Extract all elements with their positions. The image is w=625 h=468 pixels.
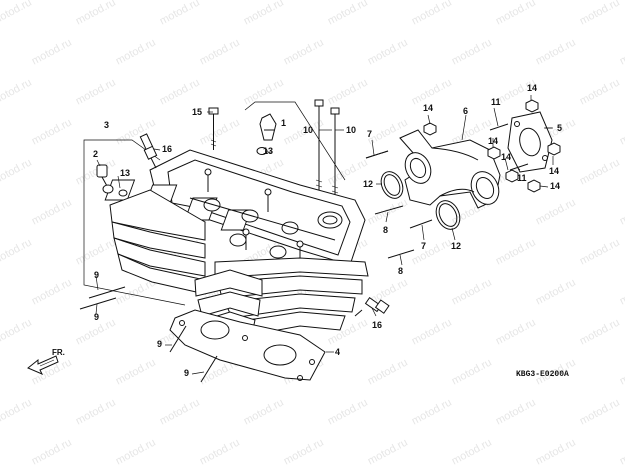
- callout-14-d: 14: [501, 152, 512, 162]
- callout-8-upper: 8: [383, 225, 389, 235]
- nut-14-d: [525, 99, 539, 113]
- callout-13-upper: 13: [263, 146, 274, 156]
- spark-plug-upper: [139, 133, 158, 169]
- stud-9-lower-b: [200, 355, 218, 383]
- o-ring-13: [118, 189, 128, 197]
- stud-8-upper: [374, 205, 404, 215]
- nut-14-a: [423, 122, 437, 136]
- callout-14-a: 14: [423, 103, 434, 113]
- long-bolt-10b: [330, 107, 340, 195]
- callout-10-b: 10: [346, 125, 357, 135]
- callout-14-e: 14: [549, 166, 560, 176]
- callout-14-b: 14: [527, 83, 538, 93]
- callout-9-lower-a: 9: [157, 339, 163, 349]
- stud-9-upper-b: [79, 297, 117, 310]
- direction-label: FR.: [52, 348, 65, 357]
- spark-plug-lower: [354, 297, 390, 317]
- callout-7-lower: 7: [421, 241, 427, 251]
- callout-7-upper: 7: [367, 129, 373, 139]
- front-direction-arrow-icon: [27, 355, 59, 375]
- o-ring-12-lower: [435, 200, 461, 230]
- o-ring-12-upper: [380, 171, 404, 199]
- stud-11-b: [509, 163, 529, 171]
- cap-2: [96, 164, 114, 194]
- callout-14-f: 14: [550, 181, 561, 191]
- long-bolt-10a: [314, 99, 324, 190]
- fitting-1: [256, 113, 277, 155]
- callout-4: 4: [335, 347, 341, 357]
- callout-3: 3: [104, 120, 110, 130]
- nut-14-b: [487, 146, 501, 160]
- callout-15: 15: [192, 107, 203, 117]
- stud-9-upper-a: [88, 286, 126, 299]
- callout-8-lower: 8: [398, 266, 404, 276]
- nut-14-e: [547, 142, 561, 156]
- callout-6: 6: [463, 106, 469, 116]
- stud-9-lower-a: [169, 325, 187, 353]
- nut-14-c: [505, 169, 519, 183]
- intake-manifold: [399, 129, 501, 209]
- callout-9-upper-a: 9: [94, 270, 100, 280]
- callout-5: 5: [557, 123, 563, 133]
- callout-14-c: 14: [488, 136, 499, 146]
- diagram-code: KBG3-E0200A: [516, 370, 569, 379]
- bolt-15: [208, 107, 219, 150]
- callout-16-lower: 16: [372, 320, 383, 330]
- callout-1: 1: [281, 118, 287, 128]
- callout-12-upper: 12: [363, 179, 374, 189]
- cylinder-head: [104, 149, 369, 337]
- leader-lines: [95, 95, 554, 375]
- callout-16-upper: 16: [162, 144, 173, 154]
- nut-14-f: [527, 179, 541, 193]
- callout-1-bracket: [244, 101, 346, 181]
- callout-10-a: 10: [303, 125, 314, 135]
- stud-8-lower: [387, 249, 415, 259]
- callout-12-lower: 12: [451, 241, 462, 251]
- stud-11-a: [489, 123, 509, 131]
- callout-11-a: 11: [491, 97, 501, 107]
- stud-7-upper: [365, 150, 389, 159]
- callout-9-lower-b: 9: [184, 368, 190, 378]
- callout-11-b: 11: [517, 173, 527, 183]
- callout-9-upper-b: 9: [94, 312, 100, 322]
- flange-plate: [507, 111, 553, 173]
- head-gasket: [169, 309, 326, 381]
- stud-7-lower: [409, 219, 433, 229]
- callout-2: 2: [93, 149, 99, 159]
- callout-13-lower: 13: [120, 168, 131, 178]
